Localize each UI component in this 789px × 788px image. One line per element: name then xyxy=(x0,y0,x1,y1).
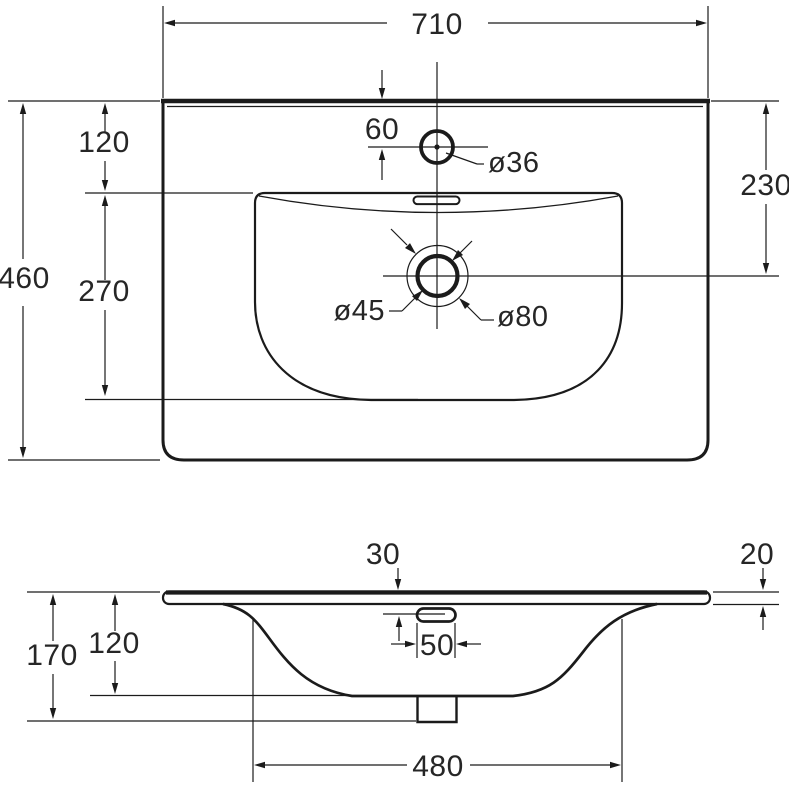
arrow-up xyxy=(762,103,770,114)
arrow-up xyxy=(759,606,767,617)
dim-overflow-width: 50 xyxy=(420,629,454,662)
arrow-down xyxy=(49,708,57,719)
arrow-down xyxy=(101,385,109,396)
drain-diagonal-nw xyxy=(390,228,408,246)
dim-overall-depth: 460 xyxy=(0,262,50,295)
overflow-slot-front xyxy=(415,607,457,623)
dim-drain-offset: 230 xyxy=(740,169,789,202)
arrow-down xyxy=(19,447,27,458)
arrow-down xyxy=(111,683,119,694)
arrow-up xyxy=(111,594,119,605)
plan-view: ø36 ø80 ø45 710 xyxy=(0,6,789,462)
arrow-up xyxy=(101,195,109,206)
dim-480-group: 480 xyxy=(252,619,623,783)
arrow-left xyxy=(164,19,175,27)
dim-60-group: 60 xyxy=(365,70,399,180)
dim-30-group: 30 xyxy=(366,538,445,641)
faucet-leader-line xyxy=(445,152,478,165)
dim-drain-recess-diameter: ø80 xyxy=(497,301,548,333)
arrow-left xyxy=(254,761,265,769)
arrow-down xyxy=(394,579,402,590)
dim-apron-thickness: 20 xyxy=(740,538,774,571)
basin-shelf-curve xyxy=(258,195,619,214)
arrow-sw xyxy=(452,250,463,261)
dim-drain-diameter: ø45 xyxy=(334,295,385,327)
arrow-down xyxy=(101,180,109,191)
arrow-right xyxy=(405,640,416,648)
dim-overall-height: 170 xyxy=(26,639,78,672)
drain-recess xyxy=(406,244,469,308)
arrow-up xyxy=(101,103,109,114)
arrow-up xyxy=(378,149,386,160)
dim-120-front-group: 120 xyxy=(88,594,350,697)
arrow-down xyxy=(759,579,767,590)
dim-230-group: 230 xyxy=(711,100,789,274)
dim-overall-width: 710 xyxy=(411,8,463,41)
arrow-se xyxy=(405,243,416,254)
drain-diagonal-ne xyxy=(459,240,473,254)
arrow-down xyxy=(378,88,386,99)
dim-270-group: 270 xyxy=(78,195,418,401)
arrow-up xyxy=(395,616,403,627)
dim-710-group: 710 xyxy=(162,6,709,98)
drain-outlet-stub xyxy=(416,697,458,724)
arrow-left xyxy=(456,640,467,648)
drain-hole xyxy=(415,253,460,299)
drain-leader-45 xyxy=(401,297,416,312)
dim-faucet-offset: 60 xyxy=(365,113,399,146)
arrow-down xyxy=(762,263,770,274)
arrow-up xyxy=(49,594,57,605)
dim-20-group: 20 xyxy=(713,538,779,630)
arrow-right xyxy=(610,761,621,769)
arrow-right xyxy=(696,19,707,27)
dim-170-group: 170 xyxy=(26,591,416,722)
dim-basin-bottom-width: 480 xyxy=(412,750,464,783)
dim-overflow-from-top: 30 xyxy=(366,538,400,571)
drain-leader-80 xyxy=(465,304,482,321)
arrow-up xyxy=(19,103,27,114)
dim-50-group: 50 xyxy=(391,623,481,662)
dim-edge-to-basin: 120 xyxy=(78,126,130,159)
dim-basin-depth: 120 xyxy=(88,627,140,660)
bowl-profile xyxy=(222,602,658,698)
basin-outline xyxy=(253,191,624,402)
dim-460-group: 460 xyxy=(0,100,160,461)
dim-basin-length: 270 xyxy=(78,275,130,308)
dim-faucet-diameter: ø36 xyxy=(488,147,539,179)
dim-120-plan-group: 120 xyxy=(78,103,253,194)
counter-outline xyxy=(161,100,710,462)
front-view: 30 20 170 xyxy=(26,538,779,783)
